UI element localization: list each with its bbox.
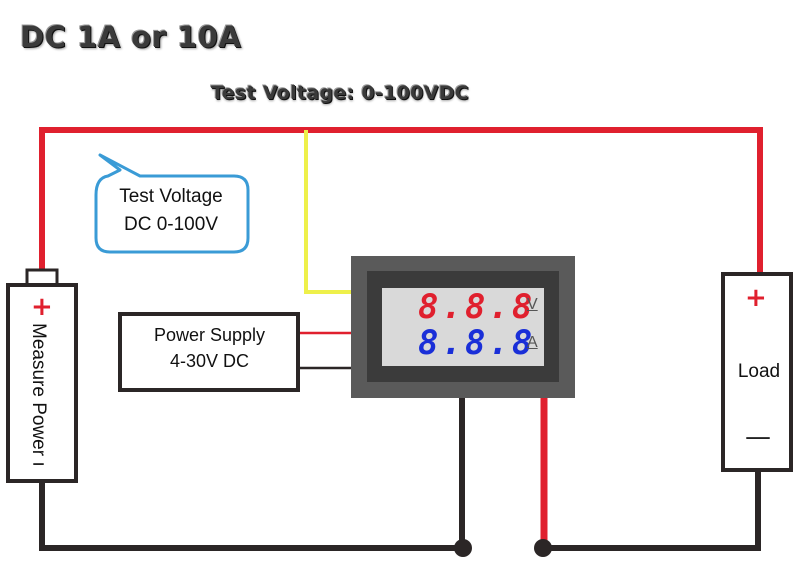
measure-power-box [6, 283, 78, 483]
junction-dot-left [454, 539, 472, 557]
meter-screen [382, 288, 544, 366]
callout-bubble [94, 153, 250, 254]
current-unit: A [527, 334, 538, 351]
load-box [721, 272, 793, 472]
sense-wire [304, 130, 352, 294]
power-supply-label: Power Supply 4-30V DC [122, 322, 297, 374]
current-display: 8.8.8 [418, 323, 536, 363]
diagram-title: DC 1A or 10A [20, 20, 242, 54]
callout-line-2: DC 0-100V [124, 214, 218, 235]
measure-power-plus-icon: + [31, 292, 53, 322]
measure-power-minus-icon: – [32, 448, 45, 478]
power-supply-line-1: Power Supply [153, 325, 266, 345]
voltage-display: 8.8.8 [418, 287, 536, 327]
power-supply-line-2: 4-30V DC [169, 351, 250, 371]
diagram-subtitle: Test Voltage: 0-100VDC [211, 82, 469, 104]
load-plus-icon: + [745, 283, 767, 313]
load-minus-icon: — [745, 422, 771, 452]
negative-wire-left [39, 398, 465, 551]
callout-line-1: Test Voltage [119, 186, 223, 207]
positive-wire-top [39, 127, 763, 276]
power-supply-box [118, 312, 300, 392]
measure-power-label: Measure Power [28, 323, 49, 457]
callout-text: Test Voltage DC 0-100V [104, 183, 238, 239]
junction-dot-right [534, 539, 552, 557]
negative-wire-right [544, 470, 761, 551]
load-label: Load [737, 361, 781, 382]
voltage-unit: V [527, 296, 538, 313]
